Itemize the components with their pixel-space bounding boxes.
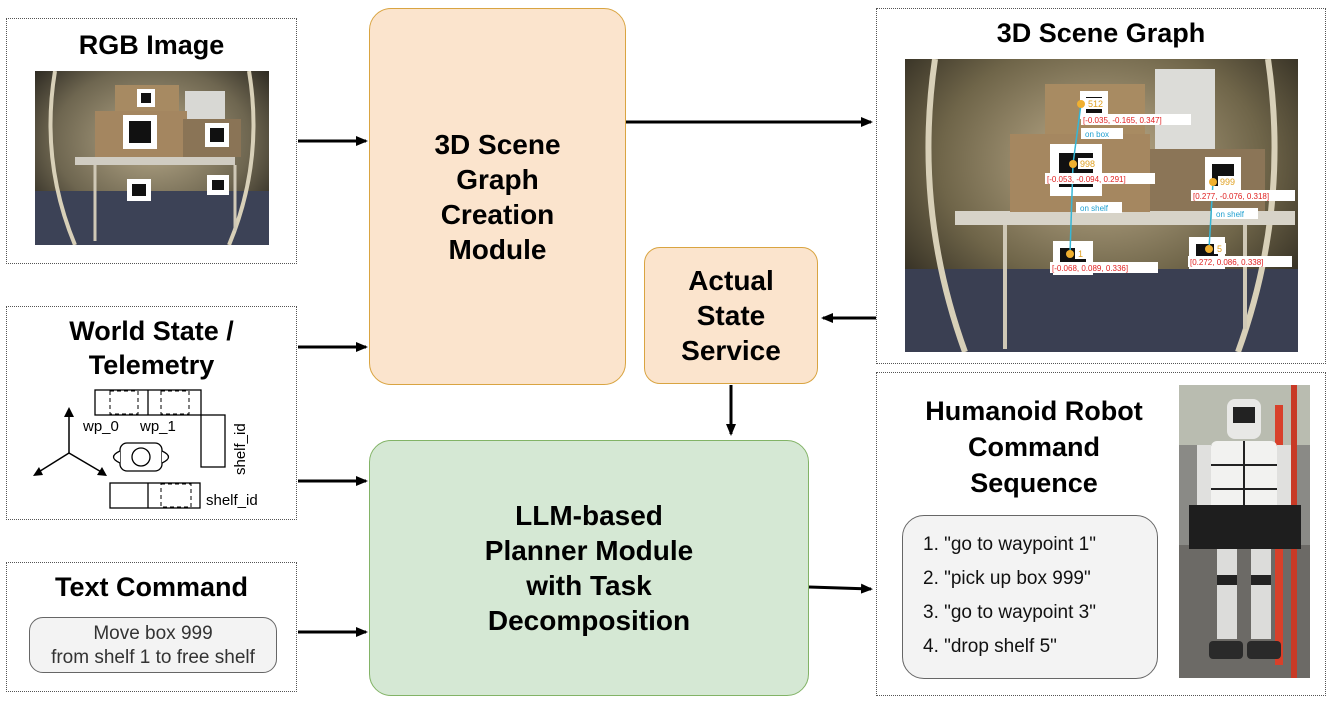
robot-command-panel: Humanoid Robot Command Sequence 1. "go t… xyxy=(876,372,1326,696)
waypoint-0-slot xyxy=(109,390,139,415)
node-999-label: 999 xyxy=(1220,177,1235,187)
scene-module-line4: Module xyxy=(448,233,547,265)
state-service-line2: State xyxy=(696,300,766,331)
bottom-shelf-slot xyxy=(160,483,192,508)
edge-on-shelf-2-label: on shelf xyxy=(1216,210,1245,219)
node-5-icon xyxy=(1205,245,1213,253)
rgb-image-photo xyxy=(35,71,269,245)
waypoint-1-slot xyxy=(160,390,190,415)
node-512-icon xyxy=(1077,100,1085,108)
telemetry-diagram: wp_0 wp_1 shelf_id shelf_id xyxy=(33,389,258,509)
axis-right xyxy=(68,452,104,474)
command-2: 2. "pick up box 999" xyxy=(923,568,1091,589)
axis-up-arrow-icon xyxy=(64,407,74,417)
planner-line1: LLM-based xyxy=(515,500,663,531)
scene-module-line2: Graph xyxy=(456,163,539,195)
scene-module-line3: Creation xyxy=(440,198,555,230)
edge-on-box-label: on box xyxy=(1085,130,1109,139)
world-state-panel: World State / Telemetry wp_0 wp_1 shelf_… xyxy=(6,306,297,520)
humanoid-robot-photo xyxy=(1179,385,1310,678)
node-999-coords: [0.277, -0.076, 0.318] xyxy=(1193,192,1269,201)
bottom-shelf xyxy=(109,482,201,509)
wp0-label: wp_0 xyxy=(82,418,119,435)
robot-head-icon xyxy=(131,447,151,467)
text-command-line1: Move box 999 xyxy=(93,623,213,644)
robot-title-line2: Command xyxy=(967,432,1100,462)
robot-crate-shape xyxy=(1189,505,1301,549)
planner-line4: Decomposition xyxy=(487,605,691,636)
command-3: 3. "go to waypoint 3" xyxy=(923,602,1096,623)
robot-title-line1: Humanoid Robot xyxy=(925,396,1143,426)
wp1-label: wp_1 xyxy=(139,418,176,435)
rgb-image-panel: RGB Image xyxy=(6,18,297,264)
axis-left-arrow-icon xyxy=(33,467,43,476)
scene-module-line1: 3D Scene xyxy=(434,128,561,160)
shelf-id-vertical-label: shelf_id xyxy=(232,423,249,475)
text-command-line2: from shelf 1 to free shelf xyxy=(51,647,255,668)
node-512-coords: [-0.035, -0.165, 0.347] xyxy=(1083,116,1162,125)
scene-graph-title: 3D Scene Graph xyxy=(996,18,1206,48)
axis-right-arrow-icon xyxy=(97,467,107,476)
text-command-title: Text Command xyxy=(54,572,249,602)
node-1-icon xyxy=(1066,250,1074,258)
rgb-photo-illustration xyxy=(35,71,269,245)
node-1-coords: [-0.068, 0.089, 0.336] xyxy=(1052,264,1128,273)
node-999-icon xyxy=(1209,178,1217,186)
axis-left xyxy=(36,452,70,474)
node-5-coords: [0.272, 0.086, 0.338] xyxy=(1190,258,1263,267)
scene-graph-photo: 512 998 999 1 5 [-0.035, -0.165, 0.347] … xyxy=(905,59,1298,352)
command-1: 1. "go to waypoint 1" xyxy=(923,534,1096,555)
side-shelf xyxy=(200,414,226,468)
world-state-title-line2: Telemetry xyxy=(88,350,215,380)
rgb-image-title: RGB Image xyxy=(78,30,225,60)
node-998-coords: [-0.053, -0.094, 0.291] xyxy=(1047,175,1126,184)
state-service-line1: Actual xyxy=(688,265,774,296)
planner-line2: Planner Module xyxy=(484,535,694,566)
world-state-title-line1: World State / xyxy=(69,316,234,346)
shelf-id-bottom-label: shelf_id xyxy=(206,492,258,509)
command-4: 4. "drop shelf 5" xyxy=(923,636,1057,657)
robot-title-line3: Sequence xyxy=(970,468,1098,498)
state-service-line3: Service xyxy=(681,335,781,366)
actual-state-service: Actual State Service xyxy=(644,247,818,384)
edge-on-shelf-1-label: on shelf xyxy=(1080,204,1109,213)
llm-planner-module: LLM-based Planner Module with Task Decom… xyxy=(369,440,809,696)
arrow-planner-to-robot xyxy=(808,583,873,594)
scene-graph-panel: 3D Scene Graph xyxy=(876,8,1326,364)
text-command-panel: Text Command Move box 999 from shelf 1 t… xyxy=(6,562,297,692)
node-1-label: 1 xyxy=(1078,249,1083,259)
node-998-label: 998 xyxy=(1080,159,1095,169)
node-998-icon xyxy=(1069,160,1077,168)
scene-graph-illustration: 512 998 999 1 5 [-0.035, -0.165, 0.347] … xyxy=(905,59,1298,352)
scene-graph-creation-module: 3D Scene Graph Creation Module xyxy=(369,8,626,385)
command-sequence-box: 1. "go to waypoint 1" 2. "pick up box 99… xyxy=(902,515,1158,679)
planner-line3: with Task xyxy=(526,570,652,601)
robot-illustration xyxy=(1179,385,1310,678)
node-512-label: 512 xyxy=(1088,99,1103,109)
text-command-box: Move box 999 from shelf 1 to free shelf xyxy=(29,617,277,673)
node-5-label: 5 xyxy=(1217,244,1222,254)
